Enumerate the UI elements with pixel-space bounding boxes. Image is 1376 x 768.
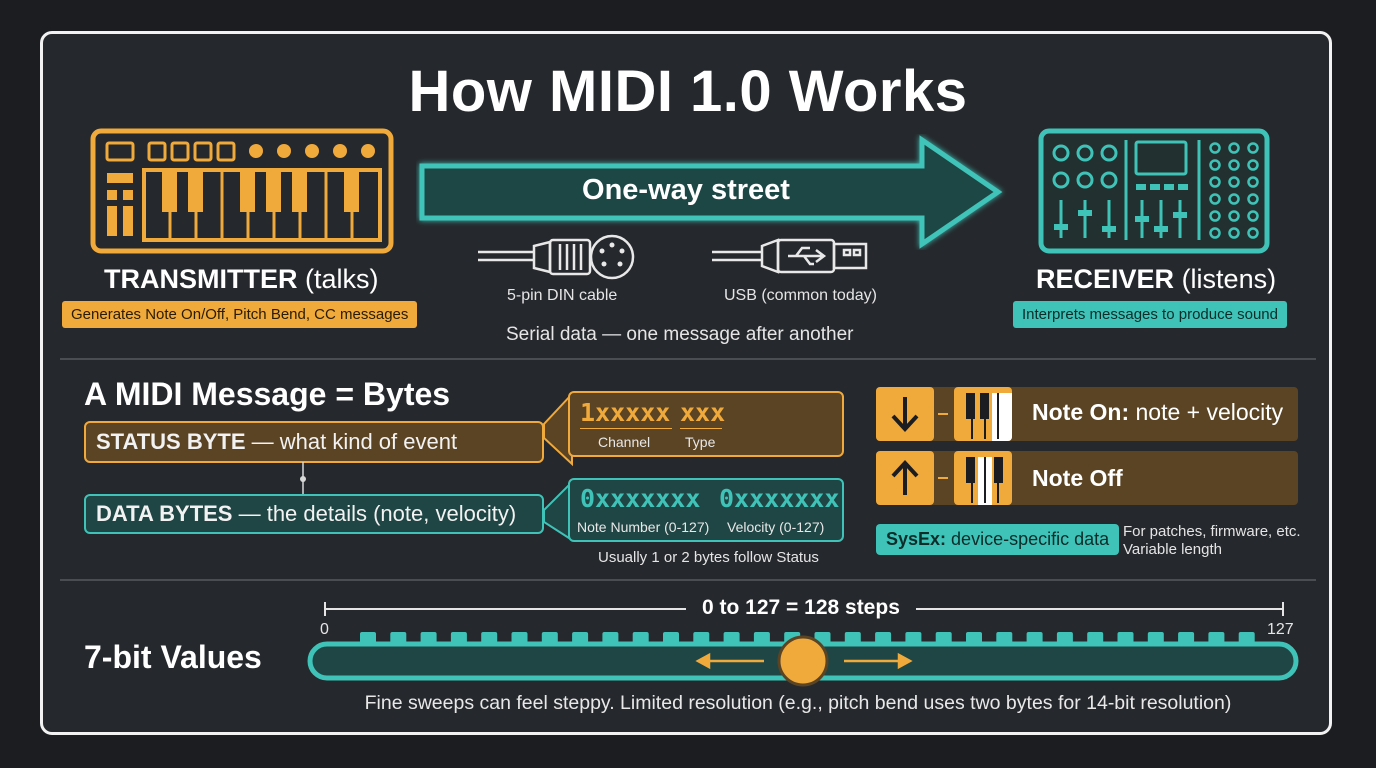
status-bits-box <box>568 391 844 457</box>
data-bits-velocity: 0xxxxxxx <box>719 484 840 513</box>
usb-cable-icon <box>712 238 868 274</box>
transmitter-label: TRANSMITTER (talks) <box>104 264 379 294</box>
range-max: 127 <box>1267 621 1294 638</box>
status-byte-text: STATUS BYTE — what kind of event <box>96 429 458 454</box>
arrow-label: One-way street <box>582 174 790 206</box>
page-title: How MIDI 1.0 Works <box>408 59 968 124</box>
note-off-icon-box <box>876 451 934 505</box>
one-way-arrow-icon <box>419 135 1003 249</box>
note-on-text: Note On: note + velocity <box>1032 399 1284 425</box>
receiver-label: RECEIVER (listens) <box>1036 264 1277 294</box>
data-bytes-text: DATA BYTES — the details (note, velocity… <box>96 501 517 526</box>
data-bits-note: 0xxxxxxx <box>580 484 701 513</box>
data-bytes-note: Usually 1 or 2 bytes follow Status <box>598 549 819 566</box>
values-caption: Fine sweeps can feel steppy. Limited res… <box>364 692 1232 714</box>
slider-direction-arrows-icon <box>695 652 913 670</box>
range-min: 0 <box>320 621 329 638</box>
seven-bit-slider[interactable] <box>304 630 1302 690</box>
status-byte-box <box>84 421 544 463</box>
values-section-title: 7-bit Values <box>84 639 262 675</box>
din-cable-icon <box>478 234 635 280</box>
receiver-tag: Interprets messages to produce sound <box>1013 301 1287 328</box>
status-bits-channel: 1xxxxx <box>580 398 671 427</box>
section-divider-2 <box>60 579 1316 581</box>
range-label: 0 to 127 = 128 steps <box>686 596 916 620</box>
data-bits-box <box>568 478 844 542</box>
note-on-icon-box <box>876 387 934 441</box>
channel-sublabel: Channel <box>598 434 651 450</box>
note-number-sublabel: Note Number (0-127) <box>577 519 710 535</box>
velocity-sublabel: Velocity (0-127) <box>727 519 825 535</box>
slider-knob[interactable] <box>777 635 829 687</box>
sysex-tag: SysEx: device-specific data <box>876 524 1120 555</box>
sysex-note: For patches, firmware, etc. Variable len… <box>1123 523 1301 558</box>
note-off-piano-icon <box>954 451 1012 505</box>
section-divider <box>60 358 1316 360</box>
arrow-up-icon <box>891 460 919 495</box>
type-sublabel: Type <box>685 434 716 450</box>
note-off-text: Note Off <box>1032 465 1123 491</box>
status-bits-type: xxx <box>680 398 726 427</box>
note-off-connector <box>938 477 948 479</box>
range-tick-right <box>1282 602 1284 616</box>
synth-module-icon <box>1038 128 1270 254</box>
data-bytes-box <box>84 494 544 534</box>
message-section-title: A MIDI Message = Bytes <box>84 376 451 412</box>
serial-data-note: Serial data — one message after another <box>506 324 854 345</box>
channel-underline <box>580 428 672 429</box>
din-cable-label: 5-pin DIN cable <box>507 287 618 304</box>
transmitter-tag: Generates Note On/Off, Pitch Bend, CC me… <box>62 301 418 328</box>
connector-line <box>300 462 306 496</box>
note-on-piano-icon <box>954 387 1012 441</box>
usb-cable-label: USB (common today) <box>724 287 877 304</box>
arrow-down-icon <box>891 397 919 432</box>
keyboard-icon <box>90 128 394 254</box>
range-tick-left <box>324 602 326 616</box>
note-on-connector <box>938 413 948 415</box>
type-underline <box>680 428 722 429</box>
